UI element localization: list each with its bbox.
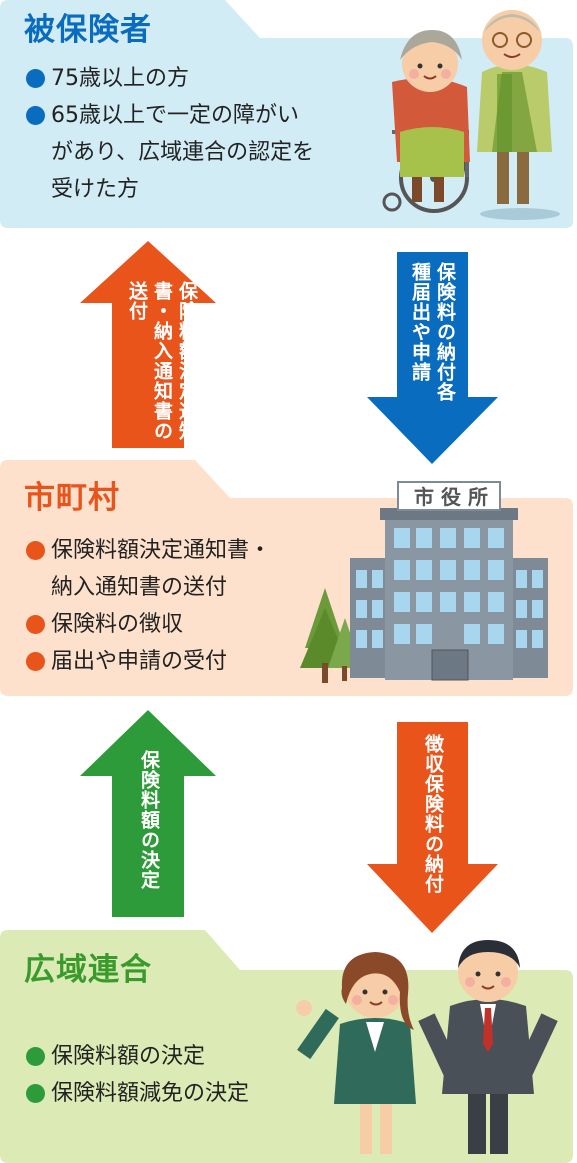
arrow-union-to-city-label: 保険料額の決定	[136, 750, 161, 910]
arrow-city-to-union-line-1: 徴収保険料の納付	[422, 734, 444, 894]
bullet-dot-icon	[26, 1047, 45, 1066]
arrow-city-to-insured: 保険料額決定通知書・納入通知書の送付	[78, 241, 218, 448]
city-hall-sign-char-3: 所	[468, 485, 488, 509]
city-bullet-1-line-1: 保険料額決定通知書・	[51, 538, 272, 563]
union-panel: 広域連合 保険料額の決定 保険料額減免の決定	[0, 930, 577, 1163]
insured-bullet-2: 65歳以上で一定の障がい があり、広域連合の認定を 受けた方	[26, 97, 371, 208]
arrow-down-icon	[367, 722, 498, 933]
bullet-dot-icon	[26, 106, 45, 125]
city-bullet-3: 届出や申請の受付	[26, 643, 356, 680]
city-title: 市町村	[24, 480, 120, 516]
city-panel: 市町村 保険料額決定通知書・ 納入通知書の送付 保険料の徴収 届出や申請の受付	[0, 460, 577, 700]
bullet-dot-icon	[26, 541, 45, 560]
bullet-dot-icon	[26, 1084, 45, 1103]
arrow-union-to-city-line-1: 保険料額の決定	[138, 750, 160, 890]
insured-bullet-2-line-3: 受けた方	[51, 177, 140, 202]
insured-panel: 被保険者 75歳以上の方 65歳以上で一定の障がい があり、広域連合の認定を 受…	[0, 0, 577, 230]
bullet-dot-icon	[26, 652, 45, 671]
union-bullet-1-line-1: 保険料額の決定	[51, 1044, 206, 1069]
city-bullet-list: 保険料額決定通知書・ 納入通知書の送付 保険料の徴収 届出や申請の受付	[26, 532, 356, 680]
city-hall-building-icon: 市 役 所	[300, 481, 548, 683]
insured-bullet-2-line-2: があり、広域連合の認定を	[51, 140, 315, 165]
city-bullet-2-line-1: 保険料の徴収	[51, 612, 184, 637]
arrow-city-to-insured-line-1: 保険料額決定通知書・	[151, 281, 198, 441]
city-bullet-3-line-1: 届出や申請の受付	[51, 649, 228, 674]
insured-bullet-2-line-1: 65歳以上で一定の障がい	[51, 103, 299, 128]
bullet-dot-icon	[26, 615, 45, 634]
arrow-up-icon	[80, 710, 216, 917]
city-bullet-2: 保険料の徴収	[26, 606, 356, 643]
staff-couple-icon	[296, 940, 558, 1154]
union-bullet-2-line-1: 保険料額減免の決定	[51, 1081, 250, 1106]
union-title: 広域連合	[24, 952, 152, 988]
insured-bullet-1-line-1: 75歳以上の方	[51, 66, 189, 91]
arrow-down-icon	[367, 252, 498, 464]
arrow-insured-to-city-label: 保険料の納付各種届出や申請	[407, 262, 457, 402]
arrow-up-icon	[80, 241, 216, 448]
city-hall-sign-char-2: 役	[441, 485, 461, 509]
arrow-city-to-insured-line-2: 納入通知書の送付	[126, 281, 173, 441]
city-bullet-1: 保険料額決定通知書・ 納入通知書の送付	[26, 532, 356, 606]
bullet-dot-icon	[26, 69, 45, 88]
insured-bullet-1: 75歳以上の方	[26, 60, 371, 97]
arrow-city-to-union: 徴収保険料の納付	[365, 722, 500, 934]
insured-bullet-list: 75歳以上の方 65歳以上で一定の障がい があり、広域連合の認定を 受けた方	[26, 60, 371, 208]
city-bullet-1-line-2: 納入通知書の送付	[51, 575, 228, 600]
insured-title: 被保険者	[24, 12, 152, 48]
union-bullet-1: 保険料額の決定	[26, 1038, 326, 1075]
arrow-union-to-city: 保険料額の決定	[78, 710, 218, 917]
union-panel-bg	[0, 930, 573, 1163]
arrow-insured-to-city-line-2: 各種届出や申請	[409, 262, 456, 402]
city-hall-sign-char-1: 市	[414, 485, 434, 509]
arrow-city-to-insured-label: 保険料額決定通知書・納入通知書の送付	[124, 281, 199, 441]
arrow-insured-to-city: 保険料の納付各種届出や申請	[365, 252, 500, 465]
union-bullet-2: 保険料額減免の決定	[26, 1075, 326, 1112]
elderly-couple-wheelchair-icon	[382, 10, 560, 220]
arrow-insured-to-city-line-1: 保険料の納付	[434, 262, 456, 382]
union-bullet-list: 保険料額の決定 保険料額減免の決定	[26, 1038, 326, 1112]
arrow-city-to-union-label: 徴収保険料の納付	[420, 734, 445, 914]
